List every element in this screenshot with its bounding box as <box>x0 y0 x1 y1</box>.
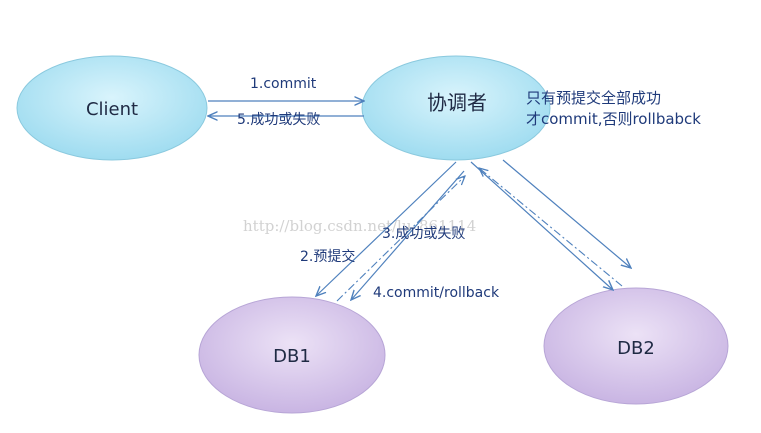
db1-label: DB1 <box>273 346 311 367</box>
prepare-to-db2-arrow <box>470 161 613 290</box>
commit-rollback-label: 4.commit/rollback <box>373 285 500 301</box>
result-to-client-label: 5.成功或失败 <box>237 112 320 128</box>
commit-to-db1-arrow <box>351 170 465 300</box>
commit-to-db2-arrow <box>502 159 631 268</box>
db2-node: DB2 <box>543 287 729 405</box>
coordinator-node: 协调者 <box>361 55 551 161</box>
prepare-label: 2.预提交 <box>300 248 355 265</box>
commit-label: 1.commit <box>250 76 317 92</box>
db1-response-arrow <box>336 176 465 302</box>
db1-node: DB1 <box>198 296 386 414</box>
client-node: Client <box>16 55 208 161</box>
note-line-1: 只有预提交全部成功 <box>526 89 661 107</box>
prepare-to-db1-arrow <box>316 161 457 296</box>
client-label: Client <box>86 99 138 120</box>
db2-response-arrow <box>479 168 623 287</box>
db2-label: DB2 <box>617 338 655 359</box>
note-line-2: 才commit,否则rollbabck <box>526 110 701 128</box>
db-result-label: 3.成功或失败 <box>382 226 465 242</box>
coordinator-label: 协调者 <box>427 91 487 115</box>
